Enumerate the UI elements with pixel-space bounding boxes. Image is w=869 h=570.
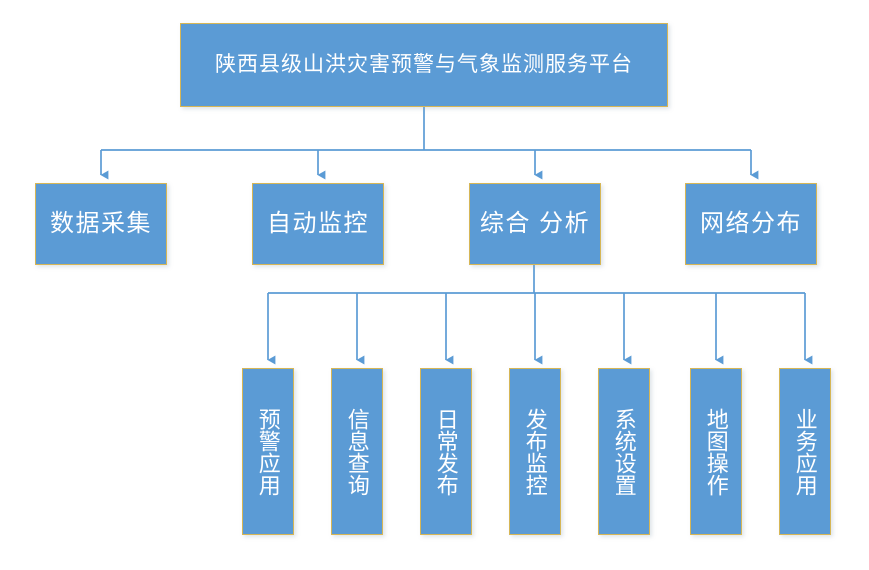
node-level3-map-operation[interactable]: 地图操作: [690, 368, 742, 535]
node-label: 业务应用: [792, 407, 818, 496]
node-label: 发布监控: [522, 407, 548, 496]
node-level3-warning-application[interactable]: 预警应用: [242, 368, 294, 535]
node-root-platform[interactable]: 陕西县级山洪灾害预警与气象监测服务平台: [180, 23, 668, 107]
node-label: 数据采集: [50, 210, 152, 238]
node-level2-comprehensive-analysis[interactable]: 综合 分析: [469, 183, 601, 265]
node-level3-business-application[interactable]: 业务应用: [779, 368, 831, 535]
node-level3-release-monitoring[interactable]: 发布监控: [509, 368, 561, 535]
node-level3-information-query[interactable]: 信息查询: [331, 368, 383, 535]
node-label: 预警应用: [255, 407, 281, 496]
node-label: 综合 分析: [479, 210, 591, 238]
node-label: 信息查询: [344, 407, 370, 496]
node-label: 地图操作: [703, 407, 729, 496]
node-level3-system-settings[interactable]: 系统设置: [598, 368, 650, 535]
node-level3-daily-release[interactable]: 日常发布: [420, 368, 472, 535]
node-level2-auto-monitoring[interactable]: 自动监控: [252, 183, 384, 265]
node-label: 网络分布: [700, 210, 802, 238]
node-level2-data-collection[interactable]: 数据采集: [35, 183, 167, 265]
node-level2-network-distribution[interactable]: 网络分布: [685, 183, 817, 265]
node-label: 自动监控: [267, 210, 369, 238]
node-root-label: 陕西县级山洪灾害预警与气象监测服务平台: [215, 53, 633, 77]
node-label: 日常发布: [433, 407, 459, 496]
node-label: 系统设置: [611, 407, 637, 496]
